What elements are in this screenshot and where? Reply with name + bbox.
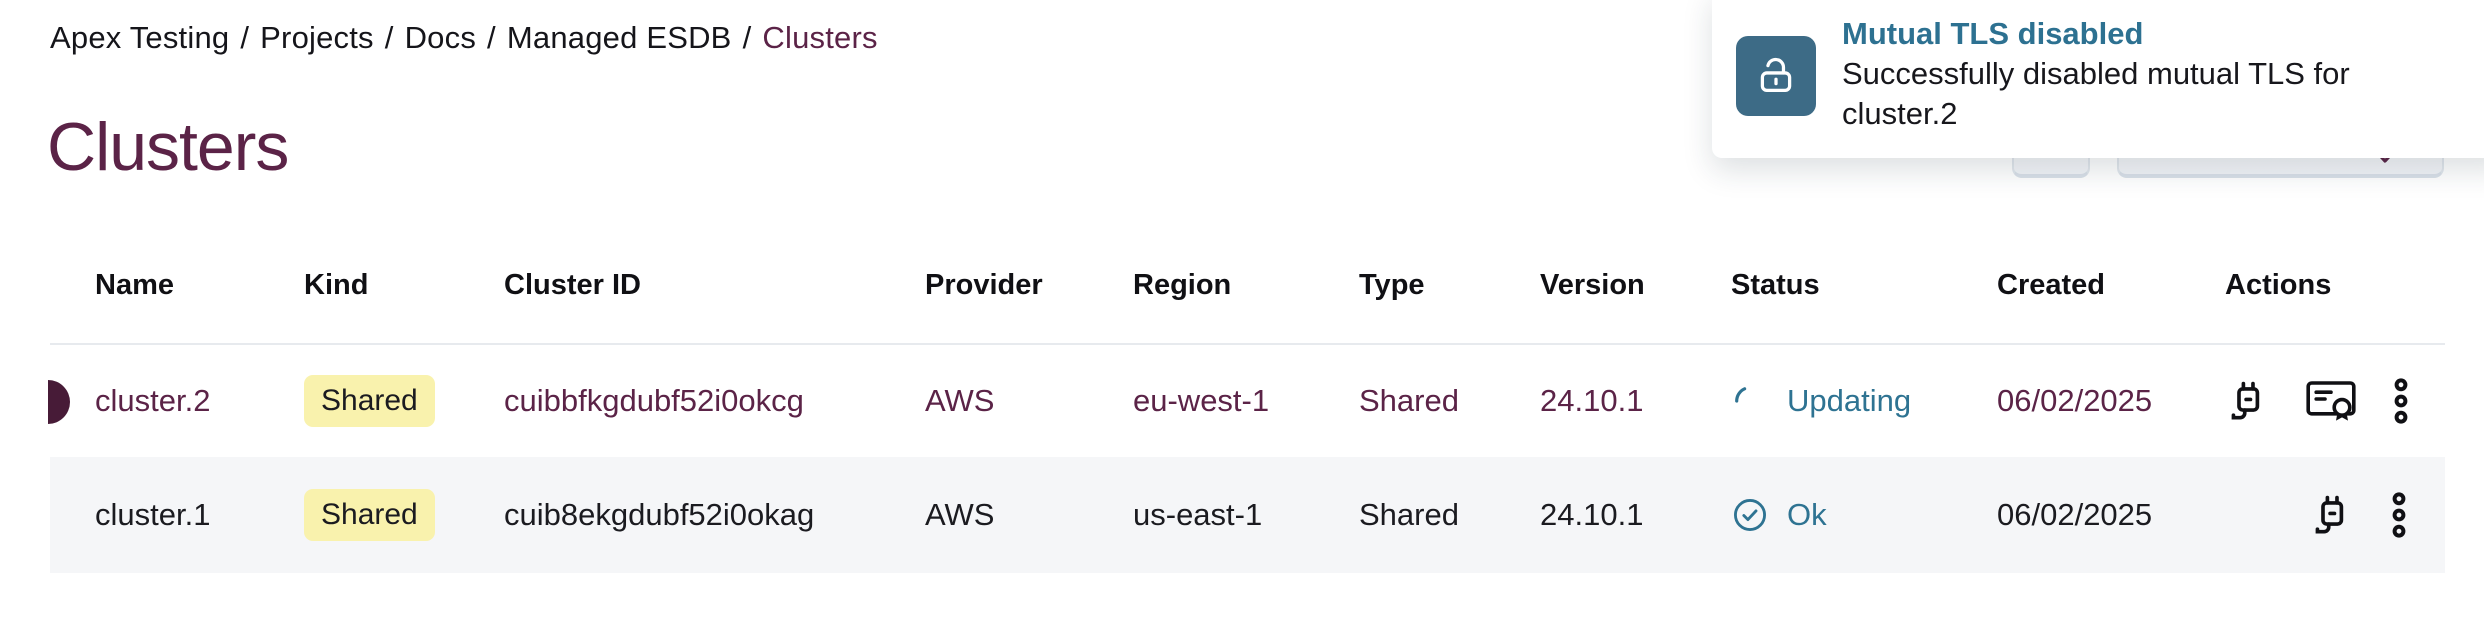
kebab-menu-button[interactable]	[2391, 378, 2411, 424]
plug-icon	[2231, 381, 2260, 420]
column-header-actions: Actions	[2225, 269, 2332, 301]
breadcrumb-separator: /	[384, 20, 394, 55]
cluster-name-link[interactable]: cluster.2	[95, 383, 211, 418]
version-value: 24.10.1	[1540, 497, 1644, 532]
toast-title: Mutual TLS disabled	[1842, 16, 2144, 51]
connect-button[interactable]	[2309, 492, 2355, 538]
page-title: Clusters	[47, 108, 289, 185]
provider-value: AWS	[925, 383, 995, 418]
column-header-kind: Kind	[304, 269, 369, 301]
status-cell: Updating	[1731, 382, 1997, 420]
breadcrumb-separator: /	[742, 20, 752, 55]
toast-icon-badge	[1736, 36, 1816, 116]
toast-notification: Mutual TLS disabled Successfully disable…	[1712, 0, 2484, 158]
breadcrumb-item-docs[interactable]: Docs	[404, 20, 477, 55]
column-header-cluster-id: Cluster ID	[504, 269, 641, 301]
clusters-table: Name Kind Cluster ID Provider Region Typ…	[50, 228, 2445, 573]
kebab-menu-button[interactable]	[2389, 492, 2409, 538]
region-value: us-east-1	[1133, 497, 1263, 532]
region-value: eu-west-1	[1133, 383, 1270, 418]
created-value: 06/02/2025	[1997, 497, 2153, 532]
version-value: 24.10.1	[1540, 383, 1644, 418]
certificate-icon	[2306, 381, 2356, 421]
breadcrumb-item-clusters: Clusters	[762, 20, 878, 55]
status-cell: Ok	[1731, 496, 1997, 534]
breadcrumb-item-projects[interactable]: Projects	[260, 20, 374, 55]
breadcrumb: Apex Testing / Projects / Docs / Managed ESDB /…	[50, 20, 878, 56]
kebab-menu-icon	[2394, 378, 2408, 424]
table-row: cluster.2 Shared cuibbfkgdubf52i0okcg AW…	[50, 345, 2445, 457]
type-value: Shared	[1359, 383, 1459, 418]
plug-icon	[2315, 495, 2344, 534]
breadcrumb-separator: /	[487, 20, 496, 55]
toast-message: Successfully disabled mutual TLS for clu…	[1842, 56, 2350, 131]
cluster-id-value: cuib8ekgdubf52i0okag	[504, 497, 815, 532]
status-label: Updating	[1787, 383, 1912, 418]
breadcrumb-item-apex-testing[interactable]: Apex Testing	[50, 20, 230, 55]
column-header-status: Status	[1731, 269, 1820, 301]
status-label: Ok	[1787, 497, 1827, 532]
kind-badge: Shared	[304, 489, 435, 541]
spinner-icon	[1735, 387, 1747, 403]
kind-badge: Shared	[304, 375, 435, 427]
table-header-row: Name Kind Cluster ID Provider Region Typ…	[50, 228, 2445, 345]
unlock-icon	[1760, 57, 1792, 93]
kebab-menu-icon	[2392, 492, 2406, 538]
breadcrumb-item-managed-esdb[interactable]: Managed ESDB	[506, 20, 732, 55]
column-header-region: Region	[1133, 269, 1232, 301]
created-value: 06/02/2025	[1997, 383, 2153, 418]
cluster-name-link[interactable]: cluster.1	[95, 497, 211, 532]
column-header-name: Name	[95, 269, 174, 301]
certificate-button[interactable]	[2305, 378, 2357, 424]
cluster-id-value: cuibbfkgdubf52i0okcg	[504, 383, 804, 418]
type-value: Shared	[1359, 497, 1459, 532]
provider-value: AWS	[925, 497, 995, 532]
actions-cell	[2225, 492, 2445, 538]
column-header-version: Version	[1540, 269, 1645, 301]
check-circle-icon	[1734, 499, 1766, 531]
breadcrumb-separator: /	[240, 20, 250, 55]
connect-button[interactable]	[2225, 378, 2271, 424]
column-header-provider: Provider	[925, 269, 1043, 301]
active-row-indicator	[48, 380, 70, 424]
column-header-created: Created	[1997, 269, 2105, 301]
actions-cell	[2225, 378, 2447, 424]
column-header-type: Type	[1359, 269, 1425, 301]
table-row: cluster.1 Shared cuib8ekgdubf52i0okag AW…	[50, 457, 2445, 573]
